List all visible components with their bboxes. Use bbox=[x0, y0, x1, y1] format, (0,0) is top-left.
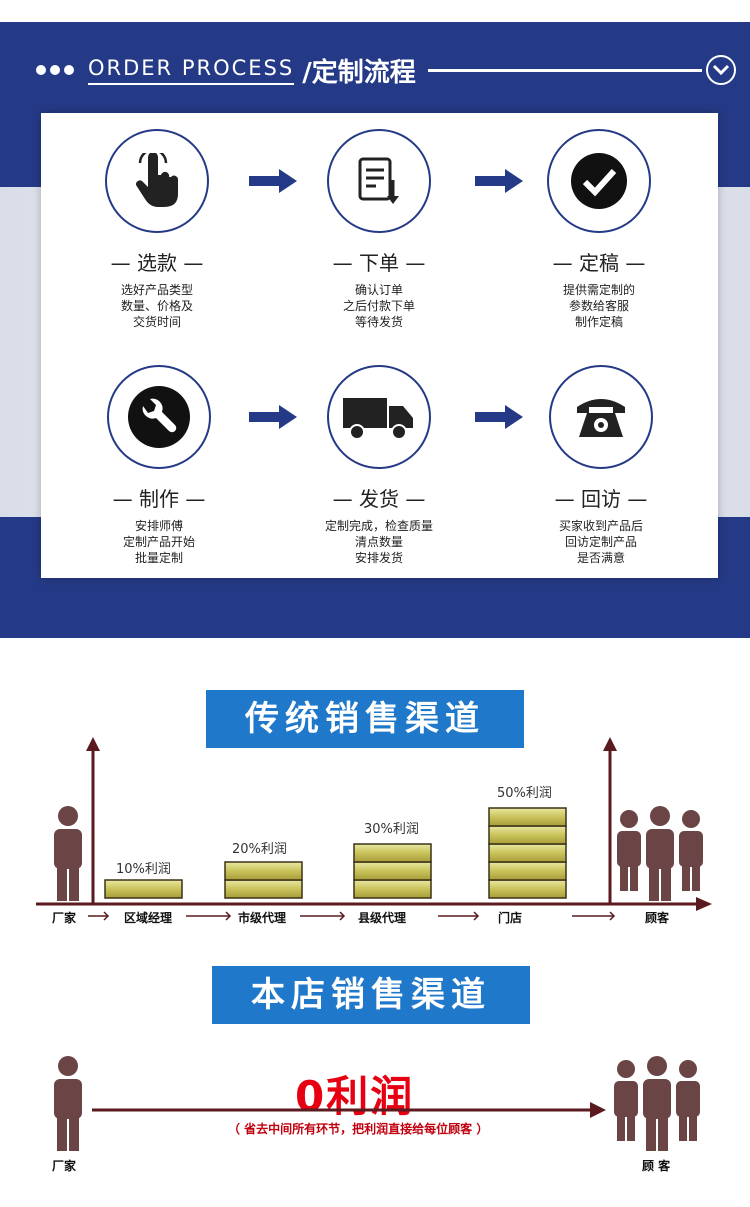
factory-person-icon bbox=[54, 1056, 82, 1151]
hand-pointer-icon bbox=[105, 129, 209, 233]
traditional-channel-title: 传统销售渠道 bbox=[206, 690, 524, 748]
profit-bar-segment bbox=[224, 861, 303, 881]
arrow-right-icon bbox=[249, 405, 297, 429]
store-channel-title: 本店销售渠道 bbox=[212, 966, 530, 1024]
direct-flow-arrow bbox=[92, 1102, 606, 1118]
flow-label: 县级代理 bbox=[358, 911, 407, 925]
profit-bar-segment bbox=[353, 879, 432, 899]
profit-bar-segment bbox=[353, 843, 432, 863]
flow-label: 顾 客 bbox=[642, 1159, 671, 1173]
chevron-down-icon[interactable] bbox=[706, 55, 736, 85]
arrow-right-icon bbox=[475, 405, 523, 429]
wrench-icon bbox=[107, 365, 211, 469]
profit-bar-segment bbox=[488, 825, 567, 845]
step-desc: 确认订单 之后付款下单 等待发货 bbox=[342, 283, 415, 329]
dot-icon bbox=[50, 65, 60, 75]
flow-label: 顾客 bbox=[645, 911, 670, 925]
profit-bars bbox=[104, 807, 567, 899]
process-panel: — 选款 — 选好产品类型 数量、价格及 交货时间 — 下单 — 确认订单 之后… bbox=[41, 113, 718, 578]
step-ship: — 发货 — 定制完成，检查质量 清点数量 安排发货 bbox=[299, 365, 459, 566]
profit-bar-segment bbox=[353, 861, 432, 881]
step-title: — 回访 — bbox=[554, 487, 648, 511]
profit-bar-segment bbox=[488, 843, 567, 863]
step-followup: — 回访 — 买家收到产品后 回访定制产品 是否满意 bbox=[521, 365, 681, 566]
checkmark-icon bbox=[547, 129, 651, 233]
dot-icon bbox=[64, 65, 74, 75]
flow-label: 市级代理 bbox=[238, 911, 287, 925]
step-desc: 提供需定制的 参数给客服 制作定稿 bbox=[562, 283, 635, 329]
step-title: — 选款 — bbox=[110, 251, 204, 275]
profit-bar-segment bbox=[224, 879, 303, 899]
factory-person-icon bbox=[54, 806, 82, 901]
step-desc: 买家收到产品后 回访定制产品 是否满意 bbox=[558, 519, 643, 565]
step-confirm: — 定稿 — 提供需定制的 参数给客服 制作定稿 bbox=[519, 129, 679, 330]
header-rule bbox=[427, 68, 702, 72]
axis-arrow-icon bbox=[86, 737, 100, 751]
header-dots bbox=[36, 65, 74, 75]
profit-bar-segment bbox=[488, 861, 567, 881]
telephone-icon bbox=[549, 365, 653, 469]
traditional-channel-diagram bbox=[36, 737, 712, 911]
step-title: — 制作 — bbox=[112, 487, 206, 511]
customers-group-icon bbox=[614, 1056, 700, 1151]
profit-label: 10%利润 bbox=[116, 862, 171, 877]
step-select: — 选款 — 选好产品类型 数量、价格及 交货时间 bbox=[77, 129, 237, 330]
flow-label: 厂家 bbox=[52, 911, 77, 925]
step-desc: 安排师傅 定制产品开始 批量定制 bbox=[122, 519, 195, 565]
profit-bar-segment bbox=[488, 879, 567, 899]
header-title-en: ORDER PROCESS bbox=[88, 56, 295, 85]
profit-label: 50%利润 bbox=[497, 786, 552, 801]
truck-icon bbox=[327, 365, 431, 469]
arrow-right-icon bbox=[249, 169, 297, 193]
dot-icon bbox=[36, 65, 46, 75]
step-title: — 下单 — bbox=[332, 251, 426, 275]
section-header: ORDER PROCESS /定制流程 bbox=[36, 50, 736, 90]
step-produce: — 制作 — 安排师傅 定制产品开始 批量定制 bbox=[79, 365, 239, 566]
step-order: — 下单 — 确认订单 之后付款下单 等待发货 bbox=[299, 129, 459, 330]
step-title: — 发货 — bbox=[332, 487, 426, 511]
profit-bar-segment bbox=[488, 807, 567, 827]
direct-note: （ 省去中间所有环节，把利润直接给每位顾客 ） bbox=[228, 1122, 489, 1136]
customers-group-icon bbox=[617, 806, 703, 901]
flow-label: 区域经理 bbox=[124, 911, 173, 925]
document-download-icon bbox=[327, 129, 431, 233]
profit-label: 30%利润 bbox=[364, 822, 419, 837]
baseline-arrow-icon bbox=[696, 897, 712, 911]
step-title: — 定稿 — bbox=[552, 251, 646, 275]
arrow-right-icon bbox=[475, 169, 523, 193]
step-desc: 定制完成，检查质量 清点数量 安排发货 bbox=[324, 519, 433, 565]
flow-arrows bbox=[88, 911, 616, 921]
profit-bar-segment bbox=[104, 879, 183, 899]
header-title-cn: /定制流程 bbox=[302, 57, 416, 88]
profit-label: 20%利润 bbox=[232, 842, 287, 857]
flow-label: 厂家 bbox=[52, 1159, 77, 1173]
flow-label: 门店 bbox=[498, 911, 523, 925]
step-desc: 选好产品类型 数量、价格及 交货时间 bbox=[120, 283, 193, 329]
axis-arrow-icon bbox=[603, 737, 617, 751]
zero-profit-text: 0利润 bbox=[295, 1072, 415, 1121]
